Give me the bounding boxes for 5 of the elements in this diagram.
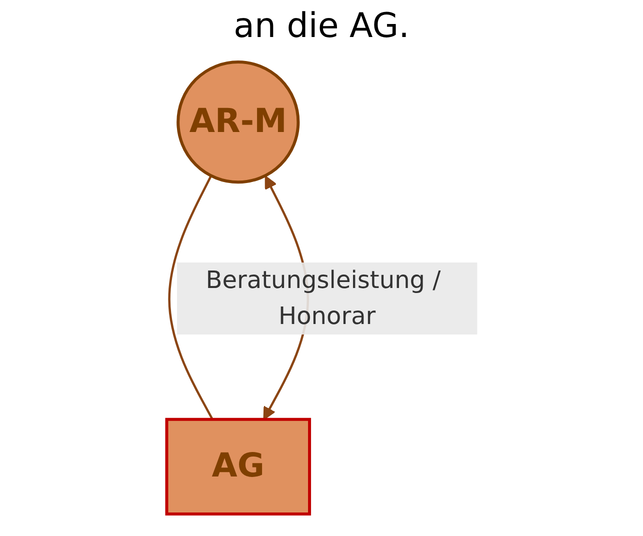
- node-box: AG: [164, 418, 311, 516]
- edge-label: Beratungsleistung / Honorar: [205, 265, 440, 330]
- node-circle: AR-M: [176, 60, 300, 184]
- diagram-title: an die AG.: [232, 5, 410, 48]
- connector: [168, 175, 213, 420]
